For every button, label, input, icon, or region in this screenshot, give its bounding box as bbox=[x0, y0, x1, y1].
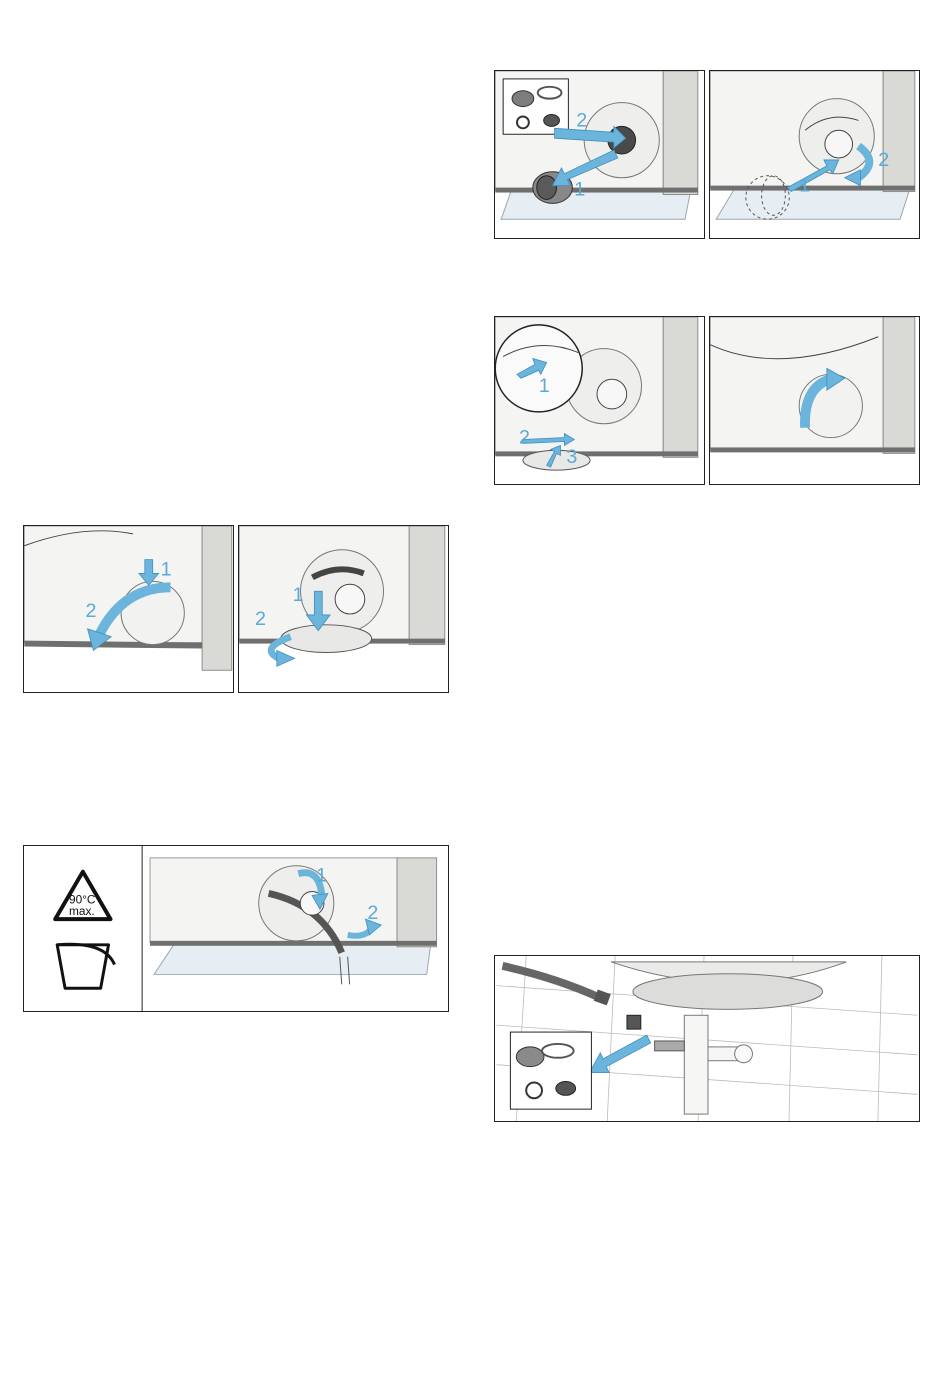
panel-press-flap: 1 2 bbox=[23, 525, 234, 693]
panel-insert-pump-cap: 1 2 bbox=[709, 70, 920, 239]
panel-symbols: 90°C max. 1 2 bbox=[23, 845, 449, 1012]
step-label: 2 bbox=[878, 149, 889, 171]
panel-close-flap bbox=[709, 316, 920, 485]
step-label: 2 bbox=[519, 426, 530, 448]
figure-pump-cleaning: 2 1 1 2 bbox=[494, 70, 920, 239]
illustration-press-flap: 1 2 bbox=[24, 526, 233, 692]
bucket-icon bbox=[57, 944, 114, 988]
step-label: 1 bbox=[316, 865, 327, 887]
illustration-remove-pump-cap: 2 1 bbox=[495, 71, 704, 238]
illustration-insert-pump-cap: 1 2 bbox=[710, 71, 919, 238]
panel-remove-pump-cap: 2 1 bbox=[494, 70, 705, 239]
figure-open-service-flap: 1 2 1 2 bbox=[23, 525, 449, 693]
step-label: 2 bbox=[367, 902, 378, 924]
illustration-drain-hose-trap bbox=[495, 956, 919, 1121]
illustration-attach-flap: 1 2 3 bbox=[495, 317, 704, 484]
step-label: 1 bbox=[161, 558, 172, 580]
panel-attach-flap: 1 2 3 bbox=[494, 316, 705, 485]
illustration-close-flap bbox=[710, 317, 919, 484]
step-label: 3 bbox=[566, 446, 577, 468]
illustration-remove-flap: 1 2 bbox=[239, 526, 448, 692]
illustration-drain-water: 90°C max. 1 2 bbox=[24, 846, 448, 1011]
step-label: 1 bbox=[293, 584, 304, 606]
step-label: 2 bbox=[86, 600, 97, 622]
panel-drain-hose-trap bbox=[494, 955, 920, 1122]
panel-remove-flap: 1 2 bbox=[238, 525, 449, 693]
step-label: 2 bbox=[255, 608, 266, 630]
figure-close-service-flap: 1 2 3 bbox=[494, 316, 920, 485]
step-label: 2 bbox=[576, 109, 587, 131]
temperature-label-max: max. bbox=[69, 904, 95, 918]
step-label: 1 bbox=[539, 375, 550, 397]
figure-drain-hose-trap bbox=[494, 955, 920, 1122]
figure-drain-water: 90°C max. 1 2 bbox=[23, 845, 449, 1012]
step-label: 1 bbox=[799, 175, 810, 197]
step-label: 1 bbox=[574, 179, 585, 201]
